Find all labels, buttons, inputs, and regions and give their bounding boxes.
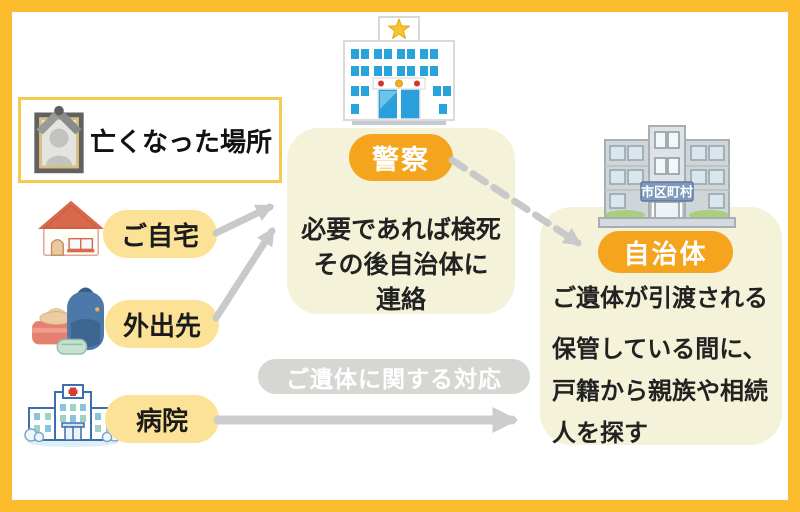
arrow-outing-to-police	[212, 227, 276, 322]
municipal-building-icon: 市区町村	[598, 125, 736, 228]
police-badge: 警察	[349, 134, 453, 181]
municipality-note-line: ご遺体が引渡される	[552, 284, 768, 312]
home-label-text: ご自宅	[120, 221, 199, 252]
body-handling-badge: ご遺体に関する対応	[258, 359, 530, 394]
body-handling-badge-text: ご遺体に関する対応	[286, 366, 502, 393]
municipality-note-line: 戸籍から親族や相続	[552, 377, 768, 405]
police-note-line: 連絡	[375, 285, 426, 314]
police-building-icon	[343, 16, 455, 125]
police-badge-text: 警察	[372, 145, 430, 176]
outing-label: 外出先	[105, 300, 219, 348]
hospital-label: 病院	[105, 395, 219, 443]
outing-label-text: 外出先	[122, 311, 201, 342]
police-note-line: その後自治体に	[313, 250, 489, 279]
municipality-badge-text: 自治体	[623, 239, 708, 270]
municipality-note-line: 保管している間に、	[552, 335, 767, 363]
home-icon	[37, 200, 105, 256]
municipality-badge: 自治体	[598, 231, 733, 273]
arrow-home-to-police	[212, 203, 275, 237]
home-label: ご自宅	[103, 210, 217, 258]
hospital-icon	[24, 384, 122, 447]
death-place-legend: 亡くなった場所	[18, 97, 282, 183]
police-note: 必要であれば検死 その後自治体に 連絡	[287, 212, 515, 317]
outing-icon	[32, 287, 105, 355]
municipality-note-line: 人を探す	[552, 419, 648, 447]
police-note-line: 必要であれば検死	[301, 215, 501, 244]
death-place-title: 亡くなった場所	[90, 127, 273, 158]
municipal-sign-text: 市区町村	[641, 185, 693, 201]
hospital-label-text: 病院	[135, 406, 188, 437]
municipality-note: ご遺体が引渡される 保管している間に、 戸籍から親族や相続 人を探す	[552, 282, 777, 454]
memorial-photo-icon	[34, 105, 84, 174]
